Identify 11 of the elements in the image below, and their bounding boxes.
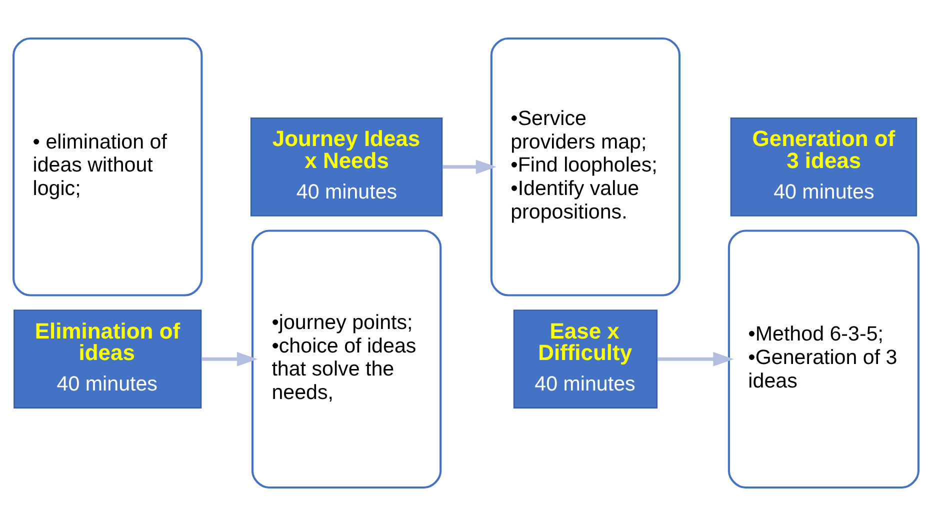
node-box: •journey points; •choice of ideas that solve the needs, xyxy=(251,229,442,488)
node-box: Ease x Difficulty 40 minutes xyxy=(513,309,658,408)
arrow xyxy=(442,159,496,174)
node-box: • elimination of ideas without logic; xyxy=(12,36,203,296)
arrow xyxy=(658,351,734,366)
node-box: Journey Ideas x Needs 40 minutes xyxy=(250,116,443,216)
arrow xyxy=(202,351,258,366)
node-box: •Service providers map; •Find loopholes; •Identify value propositions. xyxy=(490,36,681,296)
node-box: •Method 6-3-5; •Generation of 3 ideas xyxy=(728,229,920,488)
node-box: Generation of 3 ideas 40 minutes xyxy=(730,116,918,216)
node-box: Elimination of ideas 40 minutes xyxy=(14,309,202,408)
